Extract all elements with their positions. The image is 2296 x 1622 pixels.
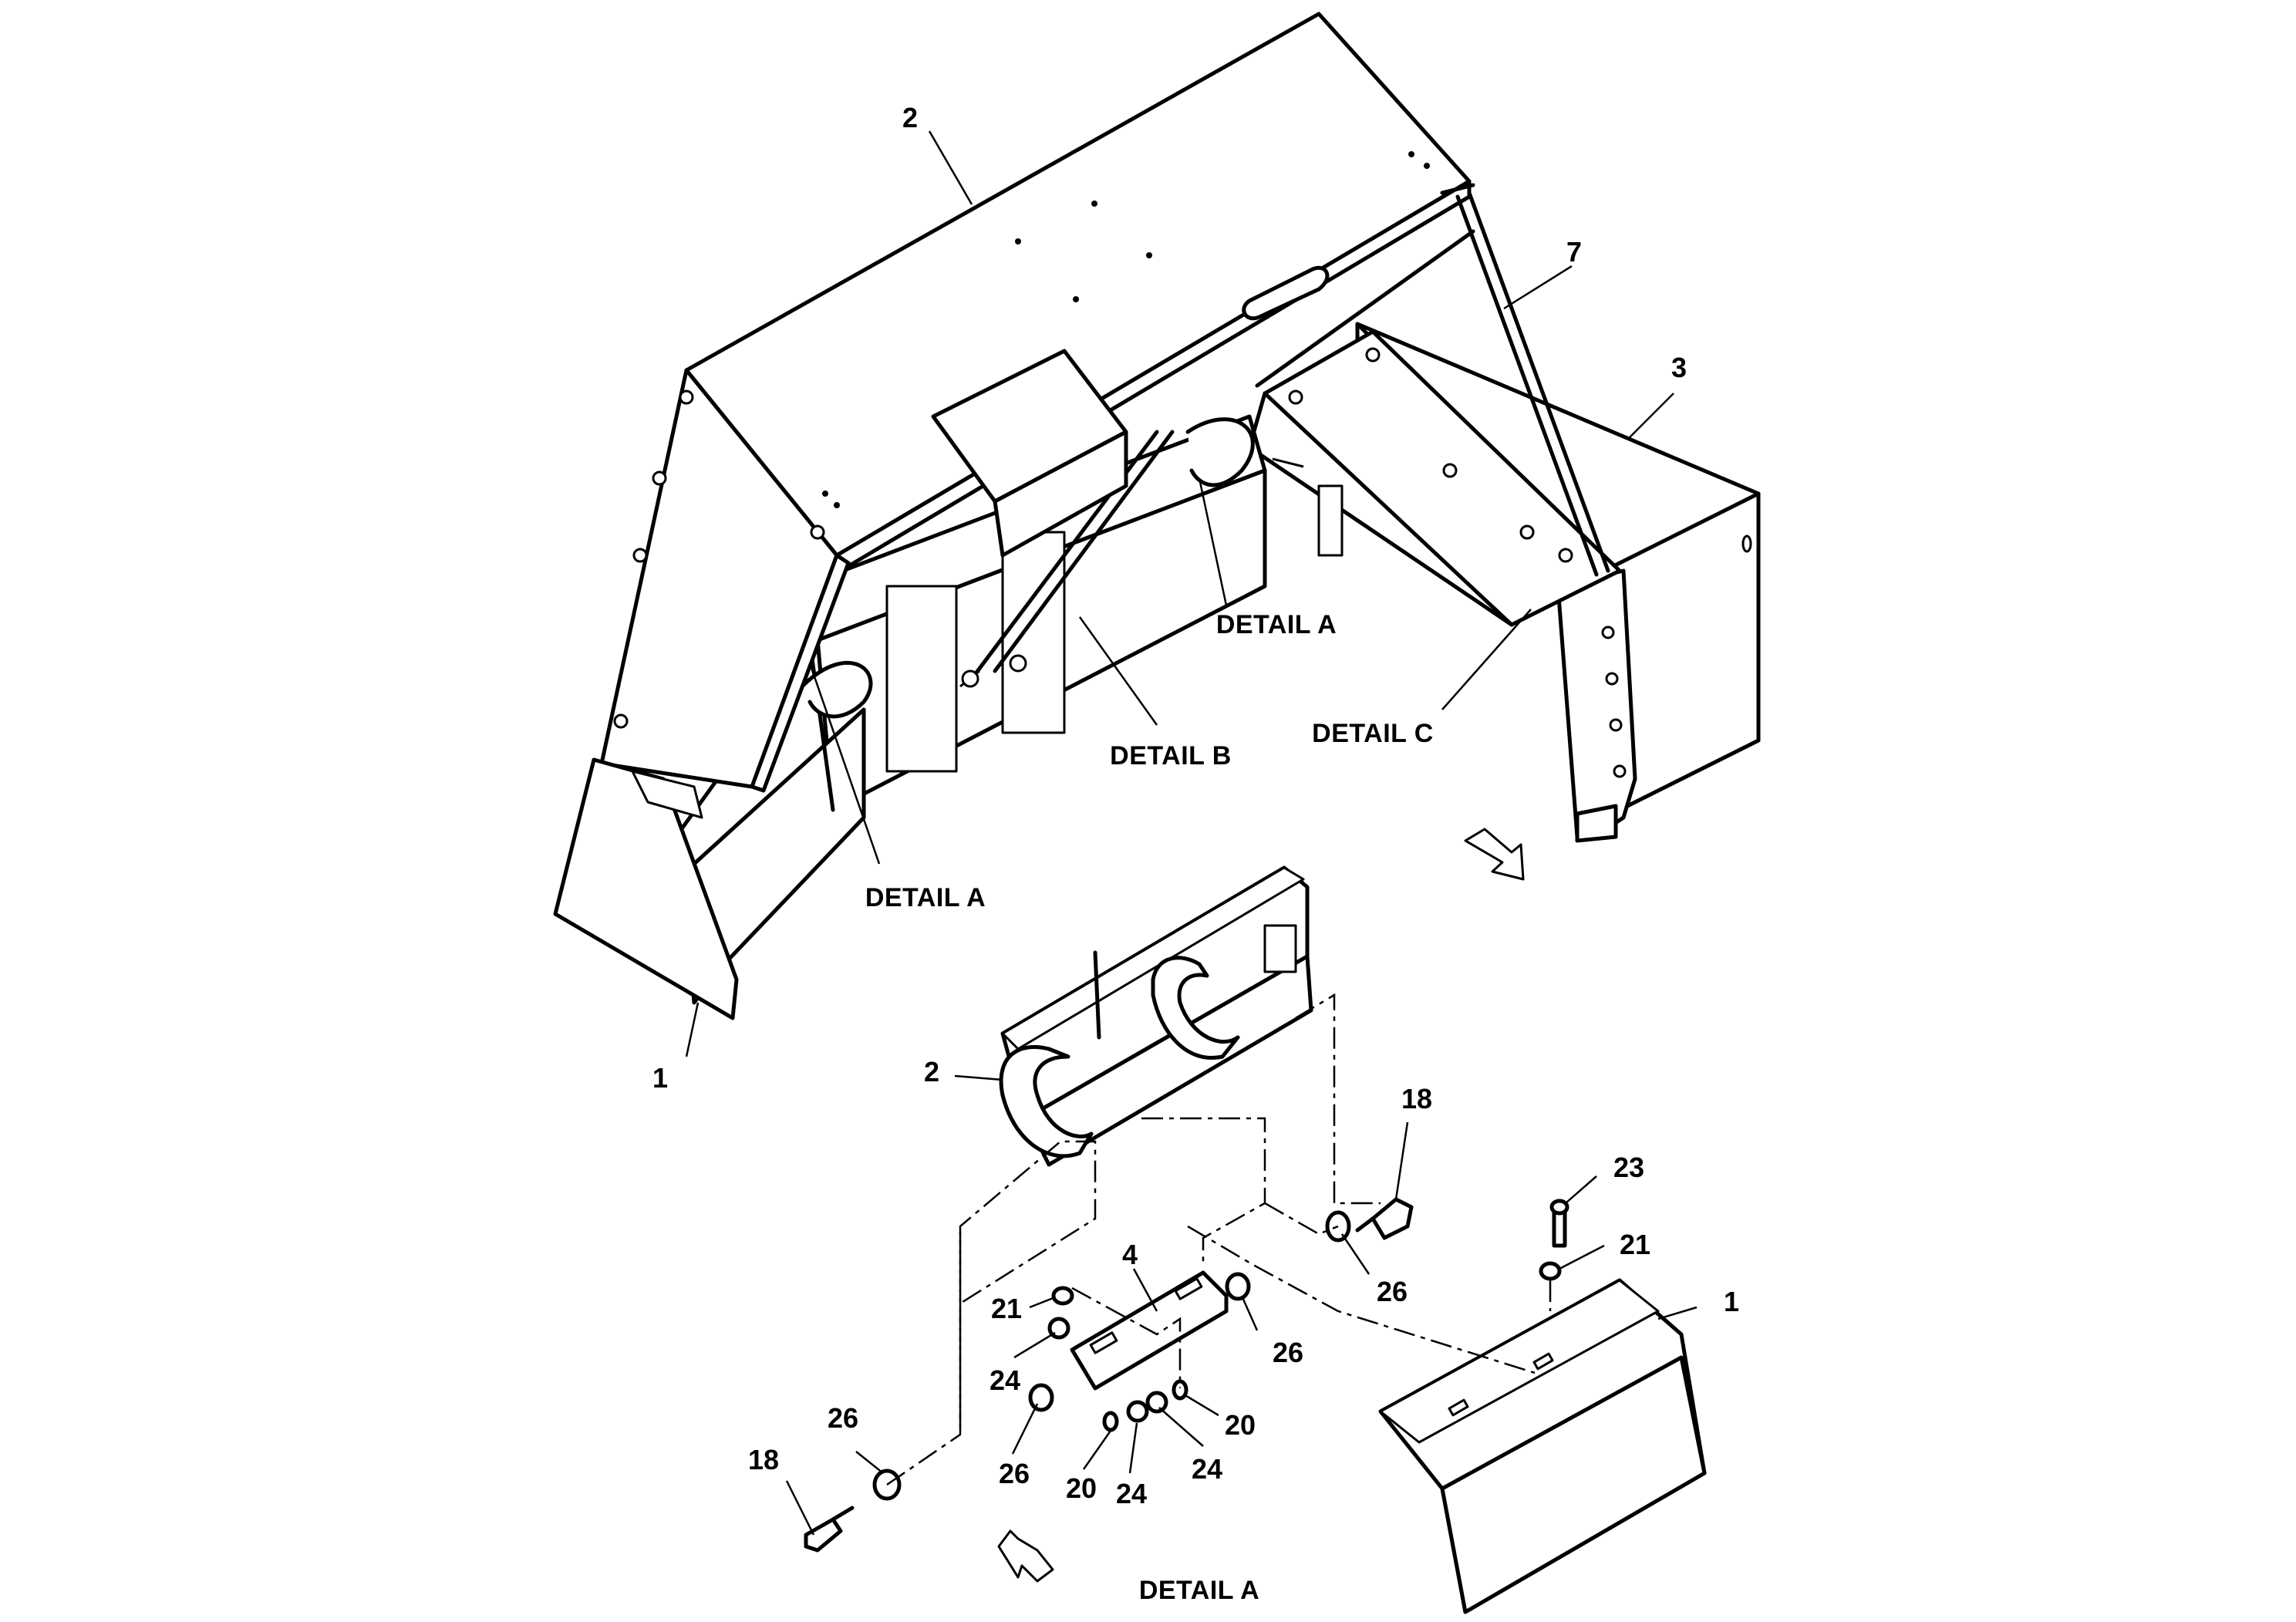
direction-arrow-icon [997, 1529, 1054, 1583]
detail-bracket-2 [999, 865, 1313, 1167]
callout-detail-20-left: 20 [1065, 1472, 1097, 1504]
detail-cover-1 [1378, 1278, 1707, 1614]
left-flap [553, 757, 739, 1020]
detail-a-label-upper: DETAIL A [1215, 610, 1337, 639]
callout-detail-26-low: 26 [998, 1458, 1030, 1489]
callout-detail-20-right: 20 [1224, 1409, 1256, 1441]
callout-detail-26-right: 26 [1376, 1276, 1408, 1307]
frame-hooks [800, 417, 1255, 719]
detail-a-caption: DETAIL A [1138, 1576, 1260, 1605]
support-rod [1255, 191, 1610, 577]
callout-top-7: 7 [1566, 236, 1583, 268]
callout-top-3: 3 [1671, 352, 1687, 383]
callout-top-2: 2 [902, 102, 919, 133]
callout-detail-26-far: 26 [827, 1402, 859, 1434]
nut-24-mid [1126, 1400, 1149, 1423]
washer-21-left [1051, 1286, 1074, 1306]
callout-detail-21-right: 21 [1619, 1229, 1651, 1260]
washer-26-low [1028, 1383, 1054, 1412]
callout-detail-24-mid: 24 [1115, 1478, 1148, 1509]
detail-a-label-lower: DETAIL A [865, 883, 986, 912]
callout-detail-24-left: 24 [989, 1364, 1021, 1396]
washer-20-right [1172, 1379, 1188, 1401]
left-side-panel [599, 368, 851, 793]
washer-26-mid [1225, 1272, 1251, 1301]
right-side-plate [1556, 568, 1637, 843]
hardware [804, 1197, 1569, 1553]
direction-arrow-icon [1464, 828, 1525, 881]
callout-detail-23: 23 [1613, 1152, 1645, 1183]
callout-detail-18-left: 18 [747, 1444, 780, 1475]
bolt-18-right [1355, 1197, 1414, 1240]
callout-detail-24-right: 24 [1191, 1453, 1223, 1485]
bolt-23 [1549, 1199, 1569, 1248]
lower-leader-lines [785, 1074, 1698, 1536]
detail-b-label: DETAIL B [1110, 741, 1232, 771]
callout-detail-21-left: 21 [990, 1293, 1023, 1324]
bolt-18-left [804, 1506, 855, 1553]
upper-leader-lines [685, 130, 1674, 1057]
nut-24-right [1145, 1391, 1168, 1414]
detail-a-assembly [804, 865, 1707, 1614]
washer-20-left [1102, 1411, 1119, 1432]
callout-detail-18-right: 18 [1401, 1083, 1433, 1114]
callout-top-1: 1 [652, 1062, 669, 1094]
callout-detail-26-mid: 26 [1272, 1337, 1304, 1368]
assembly-lines [886, 993, 1552, 1486]
top-lid [684, 12, 1475, 573]
detail-c-label: DETAIL C [1312, 719, 1434, 748]
washer-21-right [1539, 1261, 1562, 1281]
callout-detail-4: 4 [1121, 1239, 1138, 1270]
callout-detail-1: 1 [1723, 1286, 1740, 1317]
upper-assembly [553, 12, 1761, 1020]
callout-detail-2: 2 [923, 1056, 940, 1088]
